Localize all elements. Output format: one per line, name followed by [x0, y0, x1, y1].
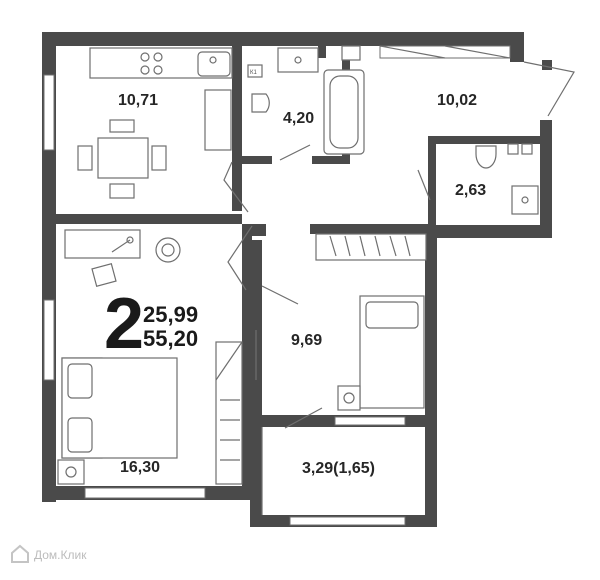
- living-furniture: [57, 229, 243, 485]
- wc-fixtures: [475, 143, 539, 215]
- svg-text:К1: К1: [250, 70, 257, 76]
- domclick-logo-icon: [11, 544, 29, 563]
- bedroom-area-label: 9,69: [291, 332, 323, 349]
- kitchen-furniture: [77, 47, 233, 199]
- loggia-area-label: 3,29(1,65): [302, 460, 375, 477]
- window: [84, 487, 206, 499]
- window: [334, 416, 406, 426]
- bathroom-fixtures: К1: [247, 45, 365, 155]
- bedroom-furniture: [255, 233, 427, 411]
- kitchen-area-label: 10,71: [118, 92, 159, 109]
- window: [289, 516, 406, 526]
- living-area-label: 16,30: [120, 459, 161, 476]
- window: [43, 74, 55, 151]
- windows: [43, 45, 575, 526]
- doors: [223, 144, 431, 429]
- rooms-count: 2: [104, 284, 144, 364]
- total-area: 55,20: [143, 326, 199, 351]
- hall-area-label: 10,02: [437, 92, 478, 109]
- window: [379, 45, 511, 59]
- bathroom-area-label: 4,20: [283, 110, 315, 127]
- watermark: Дом.Клик: [34, 548, 87, 562]
- wc-area-label: 2,63: [455, 182, 487, 199]
- window: [43, 299, 55, 381]
- living-area-total: 25,99: [143, 302, 199, 327]
